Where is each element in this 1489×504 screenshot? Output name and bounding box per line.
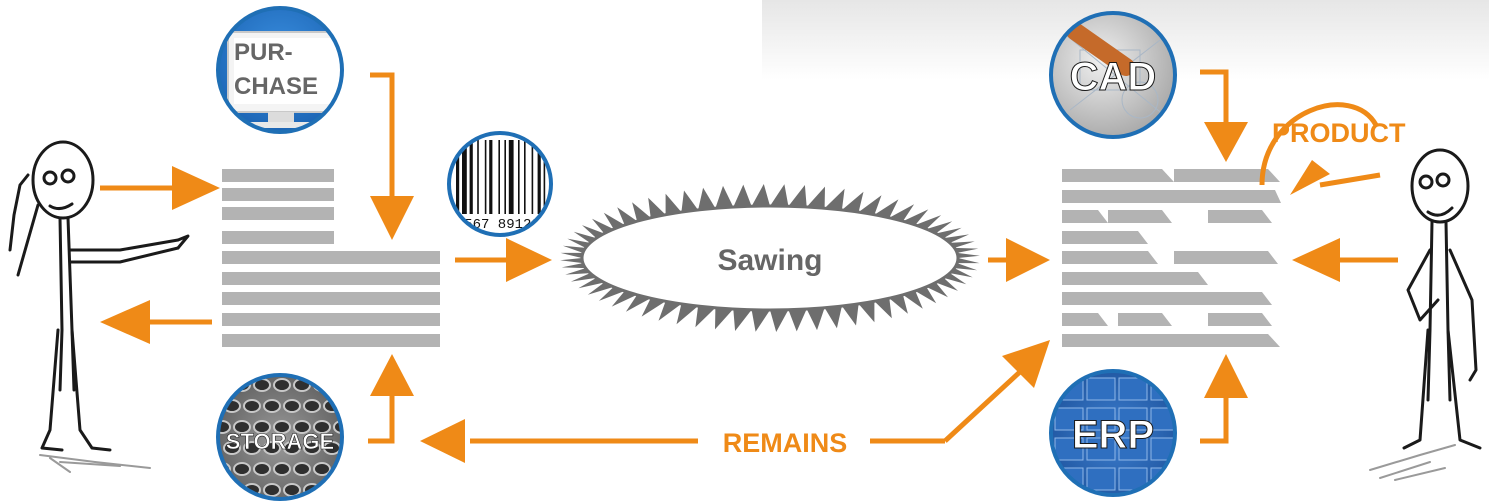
arrow-stock-to-person <box>100 300 212 344</box>
computer-monitor-icon: PUR- CHASE <box>210 0 350 140</box>
arrow-person-to-stock <box>100 166 220 210</box>
warehouse-bins-icon: ERP <box>1045 365 1185 504</box>
arrow-stock-to-sawing <box>455 238 552 282</box>
stick-figure-icon <box>1370 150 1480 480</box>
cut-parts-stock <box>1062 169 1281 347</box>
arrow-person-to-parts <box>1292 238 1398 282</box>
arrow-purchase-to-stock <box>370 75 414 240</box>
product-label: PRODUCT <box>1272 118 1406 148</box>
purchase-label-line2: CHASE <box>234 73 318 100</box>
raw-material-stock <box>222 169 440 347</box>
saw-blade-icon: Sawing <box>560 184 980 332</box>
arrow-erp-to-parts <box>1200 354 1248 441</box>
metal-tubes-icon: STORAGE <box>210 370 360 504</box>
arrow-storage-to-stock <box>368 354 414 441</box>
barcode-icon: 567 89123 <box>449 133 554 235</box>
stick-figure-icon <box>10 142 188 472</box>
sawing-label: Sawing <box>717 244 822 277</box>
purchase-label-line1: PUR- <box>234 39 293 66</box>
cad-label: CAD <box>1070 55 1157 99</box>
remains-label-group: REMAINS <box>700 424 870 458</box>
erp-label: ERP <box>1072 413 1154 457</box>
arrow-sawing-to-parts <box>988 238 1050 282</box>
storage-label: STORAGE <box>226 429 334 454</box>
arrow-cad-to-parts <box>1200 72 1248 162</box>
remains-label: REMAINS <box>723 428 848 458</box>
